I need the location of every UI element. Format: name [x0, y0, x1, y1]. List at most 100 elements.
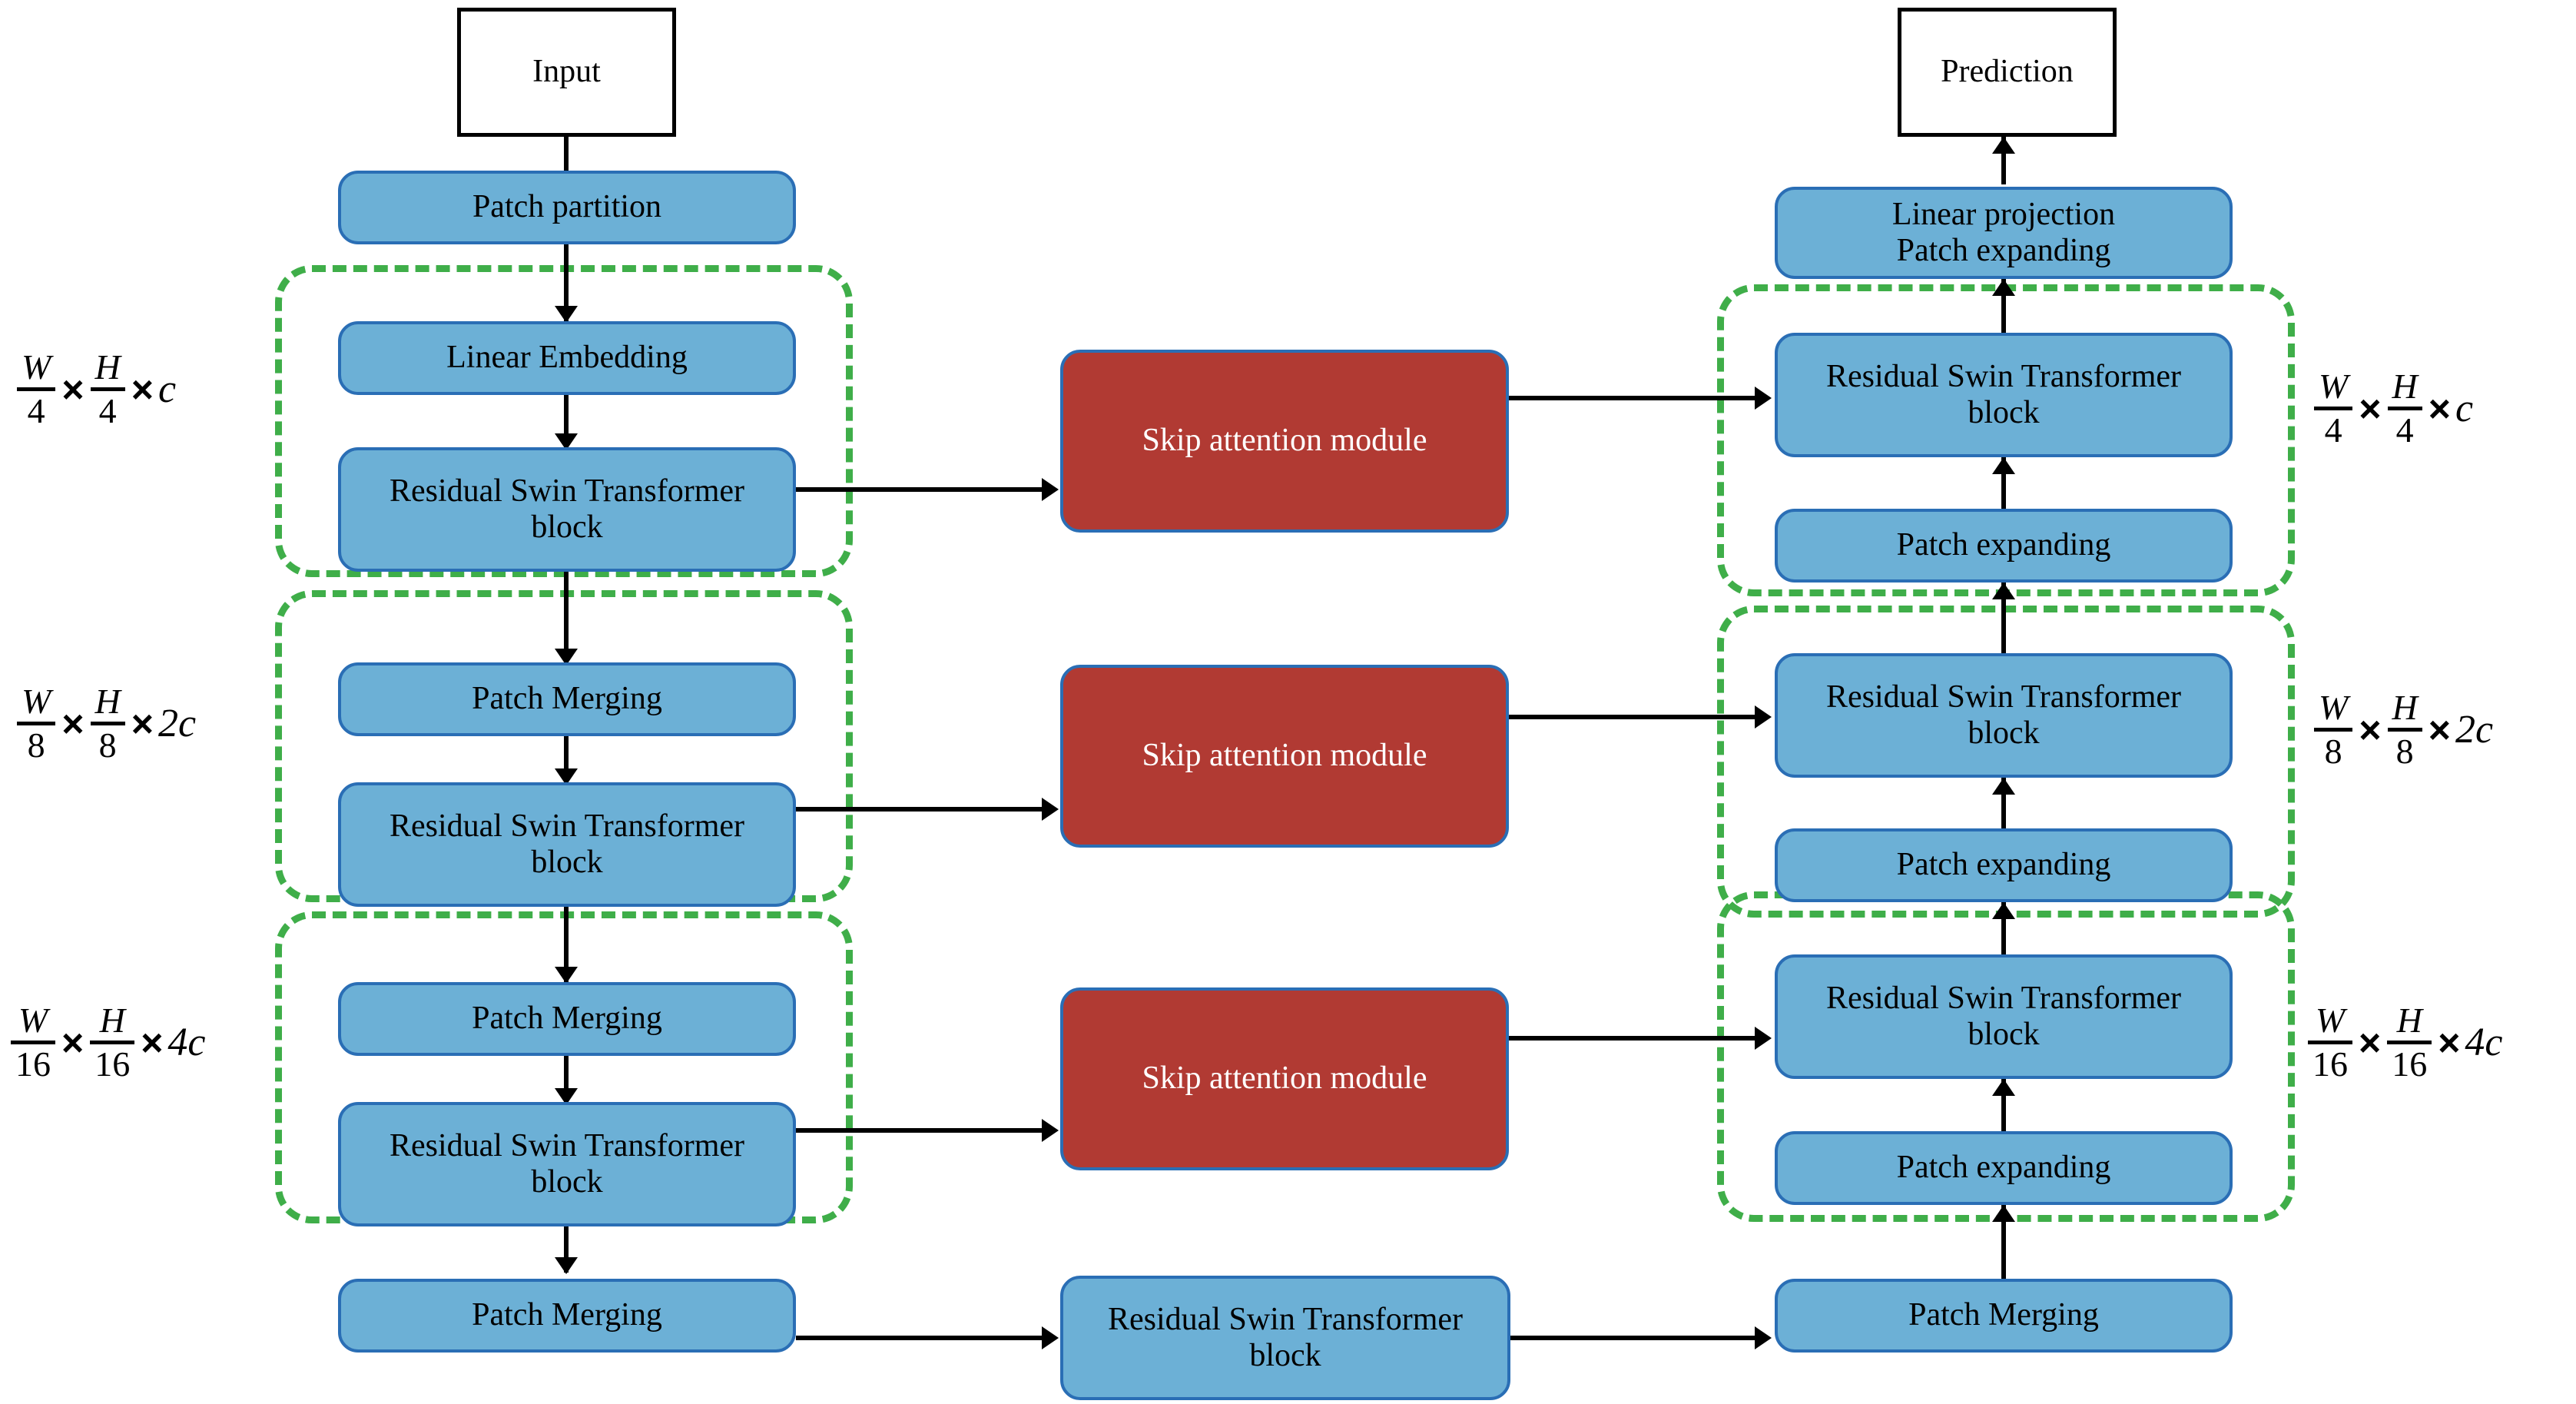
- connector-rstb1-to-skip1: [796, 487, 1043, 492]
- fraction-bar: [2387, 728, 2422, 732]
- fraction-w-over-16-right: W 16: [2308, 1003, 2352, 1082]
- arrow-merging2-to-rstb3: [555, 1088, 578, 1105]
- connector-input-to-patch-partition: [564, 137, 569, 184]
- arrow-decoder-rstb1-to-head: [1992, 279, 2015, 296]
- prediction-box: Prediction: [1898, 8, 2117, 137]
- block-decoder-rstb-3: Residual Swin Transformer block: [1775, 954, 2233, 1079]
- connector-decoder-rstb2-to-expanding1: [2001, 583, 2006, 656]
- fraction-bar: [90, 387, 125, 391]
- block-patch-merging-2: Patch Merging: [338, 982, 796, 1056]
- fraction-bar: [90, 1041, 135, 1044]
- encoder-rstb-2-label: Residual Swin Transformer block: [390, 808, 744, 880]
- connector-decoder-merging-to-expanding3: [2001, 1205, 2006, 1282]
- arrow-skip1-to-decoder-rstb1: [1755, 387, 1772, 410]
- block-skip-attention-3: Skip attention module: [1060, 987, 1509, 1170]
- times-symbol: ×: [2359, 387, 2382, 430]
- arrow-head-to-prediction: [1992, 137, 2015, 154]
- skip-attention-1-label: Skip attention module: [1142, 423, 1427, 459]
- arrow-skip2-to-decoder-rstb2: [1755, 705, 1772, 729]
- patch-merging-2-label: Patch Merging: [472, 1001, 662, 1037]
- fraction-bar: [90, 722, 125, 725]
- decoder-rstb-1-label: Residual Swin Transformer block: [1826, 358, 2181, 430]
- dimension-label-right-1: W 4 × H 4 × c: [2312, 369, 2473, 448]
- decoder-rstb-2-label: Residual Swin Transformer block: [1826, 679, 2181, 751]
- dimension-label-left-2: W 8 × H 8 × 2c: [15, 684, 196, 763]
- block-linear-projection-patch-expanding: Linear projection Patch expanding: [1775, 187, 2233, 279]
- connector-rstb3-to-skip3: [796, 1128, 1043, 1133]
- arrow-rstb1-to-merging2: [555, 649, 578, 665]
- arrow-rstb2-to-merging3: [555, 967, 578, 984]
- arrow-rstb3-to-skip3: [1042, 1119, 1059, 1142]
- fraction-bar: [17, 722, 56, 725]
- skip-attention-2-label: Skip attention module: [1142, 738, 1427, 774]
- arrow-partition-to-embedding: [555, 306, 578, 323]
- channel-count: c: [157, 367, 177, 411]
- patch-merging-1-label: Patch Merging: [472, 681, 662, 717]
- arrow-rstb1-to-skip1: [1042, 478, 1059, 501]
- block-bottleneck-rstb: Residual Swin Transformer block: [1060, 1276, 1510, 1400]
- fraction-h-over-8-right: H 8: [2387, 690, 2422, 769]
- connector-partition-to-embedding: [564, 244, 569, 321]
- arrow-embedding-to-rstb1: [555, 433, 578, 450]
- fraction-h-over-4-right: H 4: [2387, 369, 2422, 448]
- channel-count: 4c: [2465, 1021, 2503, 1064]
- connector-merging2-to-rstb3: [564, 1056, 569, 1104]
- channel-count: 2c: [157, 702, 197, 745]
- channel-count: c: [2455, 387, 2474, 430]
- block-encoder-rstb-1: Residual Swin Transformer block: [338, 447, 796, 572]
- fraction-w-over-8-right: W 8: [2314, 690, 2353, 769]
- fraction-h-over-16-right: H 16: [2387, 1003, 2432, 1082]
- decoder-expanding-1-label: Patch expanding: [1896, 527, 2111, 563]
- bottleneck-rstb-label: Residual Swin Transformer block: [1108, 1301, 1463, 1373]
- block-decoder-rstb-2: Residual Swin Transformer block: [1775, 653, 2233, 778]
- skip-attention-3-label: Skip attention module: [1142, 1060, 1427, 1097]
- dimension-label-right-2: W 8 × H 8 × 2c: [2312, 690, 2493, 769]
- arrow-bottom-merging-to-bottleneck: [1042, 1326, 1059, 1349]
- times-symbol: ×: [61, 702, 85, 745]
- block-decoder-patch-expanding-2: Patch expanding: [1775, 828, 2233, 902]
- fraction-bar: [2314, 728, 2353, 732]
- encoder-rstb-1-label: Residual Swin Transformer block: [390, 473, 744, 545]
- connector-rstb1-to-merging2: [564, 572, 569, 664]
- decoder-expanding-3-label: Patch expanding: [1896, 1150, 2111, 1186]
- dimension-label-right-3: W 16 × H 16 × 4c: [2306, 1003, 2503, 1082]
- prediction-label: Prediction: [1941, 54, 2074, 90]
- fraction-h-over-4-left: H 4: [90, 350, 125, 429]
- times-symbol: ×: [131, 702, 154, 745]
- channel-count: 4c: [167, 1021, 206, 1064]
- fraction-h-over-8-left: H 8: [90, 684, 125, 763]
- patch-partition-label: Patch partition: [472, 189, 662, 225]
- times-symbol: ×: [2428, 708, 2451, 752]
- block-linear-embedding: Linear Embedding: [338, 321, 796, 395]
- times-symbol: ×: [141, 1021, 164, 1064]
- decoder-rstb-3-label: Residual Swin Transformer block: [1826, 980, 2181, 1052]
- fraction-bar: [2387, 407, 2422, 410]
- block-decoder-patch-expanding-1: Patch expanding: [1775, 509, 2233, 583]
- encoder-rstb-3-label: Residual Swin Transformer block: [390, 1127, 744, 1200]
- connector-decoder-rstb1-to-head: [2001, 279, 2006, 336]
- connector-skip2-to-decoder-rstb2: [1509, 715, 1756, 719]
- fraction-w-over-4-right: W 4: [2314, 369, 2353, 448]
- block-decoder-bottom-patch-merging: Patch Merging: [1775, 1279, 2233, 1353]
- arrow-bottleneck-to-decoder-merging: [1755, 1326, 1772, 1349]
- connector-skip3-to-decoder-rstb3: [1509, 1036, 1756, 1041]
- times-symbol: ×: [61, 1021, 85, 1064]
- encoder-bottom-merging-label: Patch Merging: [472, 1297, 662, 1333]
- connector-rstb2-to-merging3: [564, 907, 569, 984]
- block-decoder-patch-expanding-3: Patch expanding: [1775, 1131, 2233, 1205]
- block-encoder-bottom-patch-merging: Patch Merging: [338, 1279, 796, 1353]
- connector-bottom-merging-to-bottleneck: [796, 1336, 1043, 1340]
- arrow-decoder-rstb3-to-expanding2: [1992, 902, 2015, 919]
- block-decoder-rstb-1: Residual Swin Transformer block: [1775, 333, 2233, 457]
- arrow-expanding3-to-decoder-rstb3: [1992, 1079, 2015, 1096]
- connector-bottleneck-to-decoder-merging: [1510, 1336, 1756, 1340]
- channel-count: 2c: [2455, 708, 2494, 752]
- block-encoder-rstb-3: Residual Swin Transformer block: [338, 1102, 796, 1226]
- decoder-head-label: Linear projection Patch expanding: [1891, 196, 2116, 268]
- fraction-w-over-16-left: W 16: [11, 1003, 55, 1082]
- connector-embedding-to-rstb1: [564, 395, 569, 449]
- dimension-label-left-1: W 4 × H 4 × c: [15, 350, 176, 429]
- fraction-w-over-8-left: W 8: [17, 684, 56, 763]
- fraction-h-over-16-left: H 16: [90, 1003, 135, 1082]
